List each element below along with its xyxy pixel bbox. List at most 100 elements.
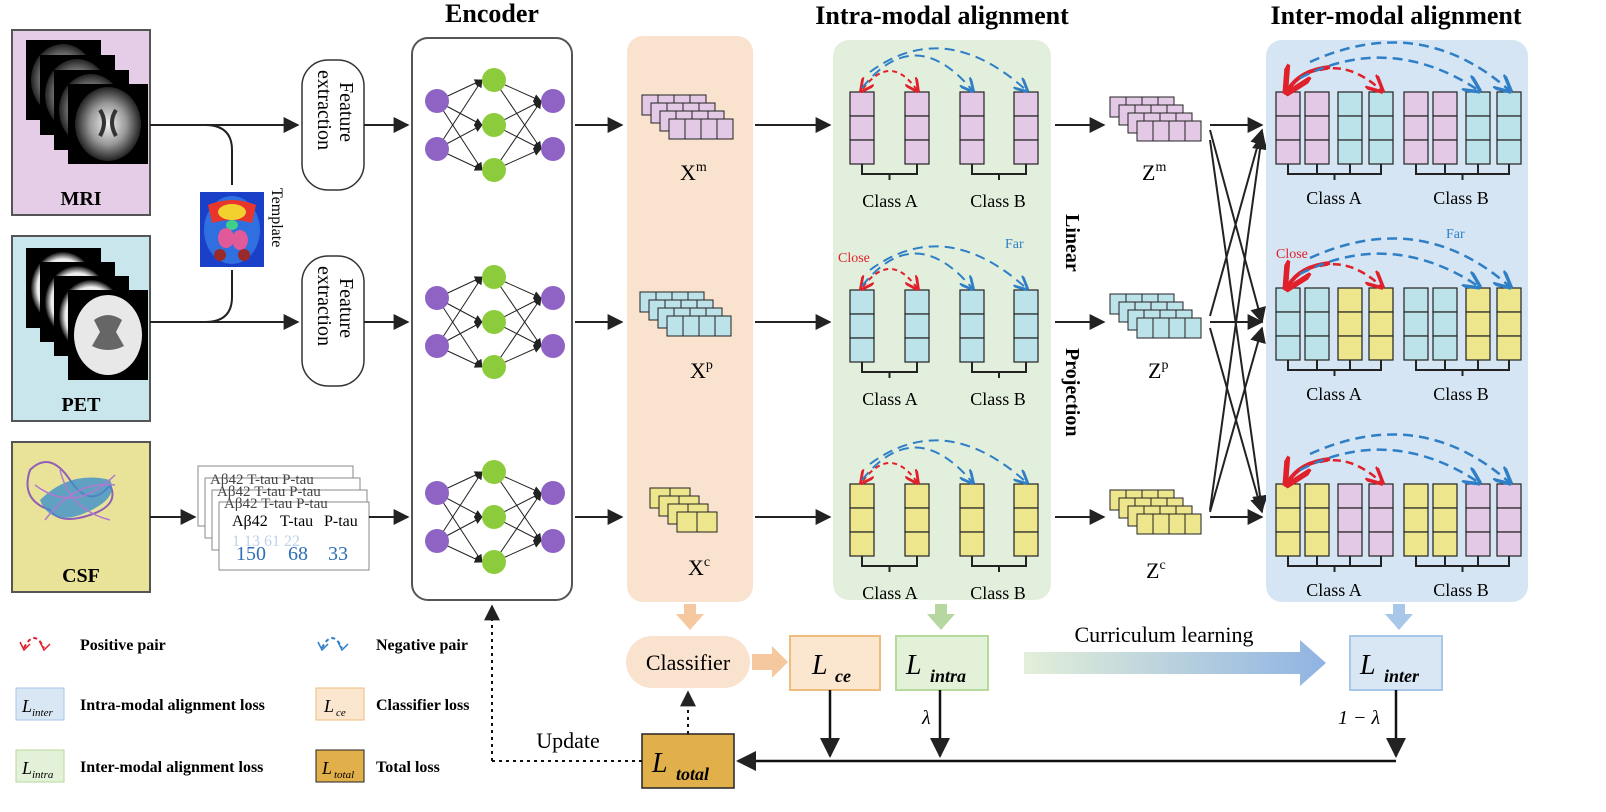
loss-inter: L inter [1349, 635, 1443, 691]
class-label: Class A [862, 583, 918, 603]
close-label: Close [838, 251, 870, 266]
legend-total-loss: Total loss [376, 759, 440, 776]
class-label: Class B [1433, 188, 1489, 208]
csf-input: CSF [11, 441, 151, 593]
projection-line1: Linear [1061, 214, 1083, 272]
class-label: Class B [970, 191, 1026, 211]
intra-group-2: Class A Class B [849, 439, 1039, 603]
xm-label: Xm [680, 160, 707, 185]
legend-inter-loss: Inter-modal alignment loss [80, 759, 263, 776]
panel-down-arrows [676, 604, 1413, 630]
feature-extraction-pet: Feature extraction [301, 255, 365, 387]
svg-text:L: L [1359, 650, 1376, 681]
svg-text:L: L [323, 696, 334, 716]
legend-positive: Positive pair [80, 637, 166, 654]
curriculum-label: Curriculum learning [1074, 622, 1253, 647]
lambda-label: λ [921, 707, 931, 729]
neuron-node [425, 529, 449, 553]
x-feature-stacks [639, 94, 734, 533]
neuron-node [425, 334, 449, 358]
class-label: Class A [1306, 188, 1362, 208]
zm-stack [1109, 96, 1202, 142]
pet-label: PET [62, 394, 102, 416]
neuron-node [482, 265, 506, 289]
csf-table: Aβ42 T-tau P-tau Aβ42 T-tau P-tau Aβ42 T… [197, 465, 370, 571]
svg-text:Aβ42 T-tau P-tau: Aβ42 T-tau P-tau [210, 472, 314, 488]
zc-stack [1109, 489, 1202, 535]
csf-value-2: 68 [288, 543, 308, 565]
neuron-node [541, 89, 565, 113]
one-minus-lambda-label: 1 − λ [1338, 707, 1380, 729]
svg-text:intra: intra [930, 666, 966, 686]
xp-stack [639, 291, 732, 337]
z-feature-stacks [1109, 96, 1202, 535]
neuron-node [482, 355, 506, 379]
fe-line1: Feature [335, 278, 357, 338]
loss-aggregation [736, 690, 1406, 771]
svg-text:total: total [676, 764, 709, 784]
class-label: Class B [970, 389, 1026, 409]
inter-group-0: Class A Class B [1275, 41, 1522, 208]
neuron-node [541, 529, 565, 553]
csf-header-3: P-tau [324, 513, 358, 530]
svg-text:L: L [651, 748, 668, 779]
intra-title: Intra-modal alignment [815, 1, 1069, 30]
zc-label: Zc [1146, 558, 1166, 583]
neuron-node [541, 137, 565, 161]
neuron-node [425, 286, 449, 310]
encoder-net-0 [425, 68, 565, 182]
class-label: Class A [862, 191, 918, 211]
encoder-net-1 [425, 265, 565, 379]
svg-text:intra: intra [32, 769, 54, 781]
template-label: Template [268, 188, 285, 247]
neuron-node [482, 550, 506, 574]
neuron-node [425, 89, 449, 113]
svg-text:1 13 61 22: 1 13 61 22 [232, 533, 300, 550]
neuron-node [541, 481, 565, 505]
class-label: Class A [1306, 384, 1362, 404]
class-label: Class B [1433, 580, 1489, 600]
class-label: Class A [862, 389, 918, 409]
classifier-label: Classifier [646, 650, 731, 675]
svg-text:L: L [21, 758, 32, 778]
encoder-net-2 [425, 460, 565, 574]
inter-panel [1266, 40, 1528, 602]
far-label: Far [1005, 237, 1024, 252]
mri-input: MRI [11, 29, 151, 216]
neuron-node [425, 137, 449, 161]
zm-label: Zm [1142, 160, 1166, 185]
loss-intra: L intra [895, 635, 989, 691]
projection-line2: Projection [1061, 348, 1083, 437]
close-label: Close [1276, 247, 1308, 262]
svg-text:ce: ce [336, 707, 346, 719]
zp-label: Zp [1148, 358, 1168, 383]
neuron-node [482, 68, 506, 92]
classifier-box [626, 636, 750, 688]
intra-group-0: Class A Class B [849, 47, 1039, 211]
legend: Positive pair Negative pair L inter Intr… [15, 637, 469, 783]
update-path [484, 604, 696, 762]
svg-text:inter: inter [1384, 666, 1420, 686]
xc-stack [649, 487, 718, 533]
svg-text:L: L [811, 650, 828, 681]
neuron-node [482, 310, 506, 334]
neuron-node [482, 158, 506, 182]
legend-intra-loss: Intra-modal alignment loss [80, 697, 265, 714]
inter-title: Inter-modal alignment [1270, 1, 1521, 30]
csf-label: CSF [62, 565, 100, 587]
neuron-node [482, 113, 506, 137]
class-label: Class B [970, 583, 1026, 603]
pet-input: PET [11, 235, 151, 422]
update-label: Update [536, 728, 600, 753]
mri-label: MRI [60, 188, 101, 210]
far-label: Far [1446, 227, 1465, 242]
fe-line1: Feature [335, 82, 357, 142]
svg-text:L: L [321, 758, 332, 778]
loss-ce: L ce [789, 635, 881, 691]
svg-text:inter: inter [32, 707, 53, 719]
neuron-node [541, 334, 565, 358]
